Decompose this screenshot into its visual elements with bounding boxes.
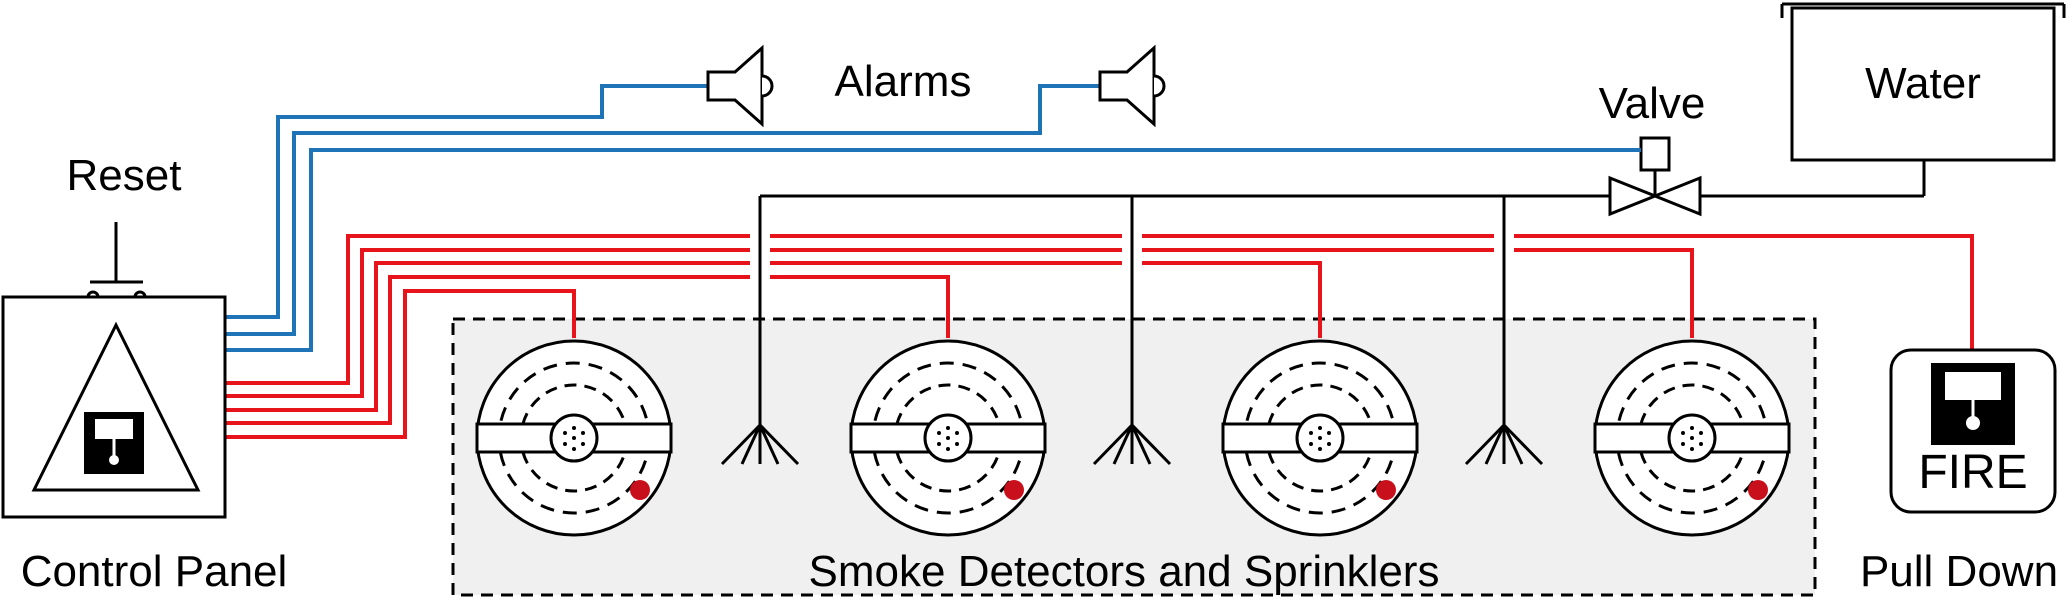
- control-panel: [1, 295, 227, 519]
- horn-icon: [1098, 44, 1166, 128]
- horn-icon: [706, 44, 774, 128]
- water-pipe: [758, 160, 1926, 430]
- warning-triangle-icon: [31, 321, 201, 492]
- valve-icon: [1608, 136, 1702, 217]
- smoke-detector-icon: [1593, 339, 1791, 537]
- smoke-detector-icon: [849, 339, 1047, 537]
- alarms-label: Alarms: [835, 57, 972, 106]
- pull-down-label: Pull Down: [1860, 547, 2058, 596]
- smoke-detectors-label: Smoke Detectors and Sprinklers: [809, 547, 1440, 596]
- smoke-detector-zone: [451, 317, 1817, 597]
- detector-wiring: [225, 234, 1974, 439]
- control-panel-label: Control Panel: [21, 547, 288, 596]
- smoke-detector-icon: [475, 339, 673, 537]
- water-label: Water: [1865, 59, 1981, 108]
- sprinkler-head-icon: [720, 423, 800, 466]
- fire-label: FIRE: [1918, 446, 2027, 499]
- alarm-wiring: [225, 84, 1641, 352]
- sprinkler-head-icon: [1464, 423, 1544, 466]
- pull-station-icon: [1889, 348, 2057, 514]
- smoke-detector-icon: [1221, 339, 1419, 537]
- valve-label: Valve: [1599, 79, 1706, 128]
- push-button-icon: [86, 222, 147, 304]
- reset-label: Reset: [67, 151, 182, 200]
- sprinkler-head-icon: [1092, 423, 1172, 466]
